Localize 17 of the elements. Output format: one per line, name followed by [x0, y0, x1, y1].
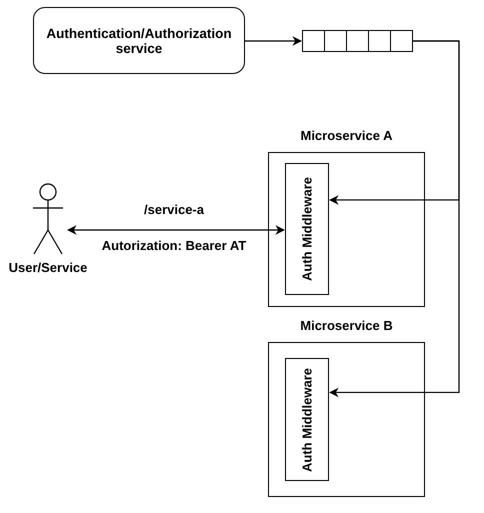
middleware-name: Auth Middleware	[300, 177, 314, 281]
header-note: Autorization: Bearer AT	[102, 238, 246, 253]
microservice-title: Microservice B	[299, 318, 394, 333]
middleware-box	[285, 358, 329, 481]
actor-name: User/Service	[8, 260, 88, 275]
middleware-name: Auth Middleware	[300, 368, 314, 472]
arrow	[245, 36, 302, 46]
message-queue	[302, 30, 413, 52]
arrow	[329, 40, 460, 398]
service-box	[33, 7, 245, 74]
service-name: Authentication/Authorization service	[45, 26, 233, 56]
edge-label: /service-a	[144, 202, 204, 217]
middleware-box	[285, 163, 329, 295]
microservice-box	[268, 152, 425, 307]
microservice-box	[268, 342, 425, 497]
arrow	[67, 225, 285, 235]
microservice-title: Microservice A	[299, 128, 394, 143]
